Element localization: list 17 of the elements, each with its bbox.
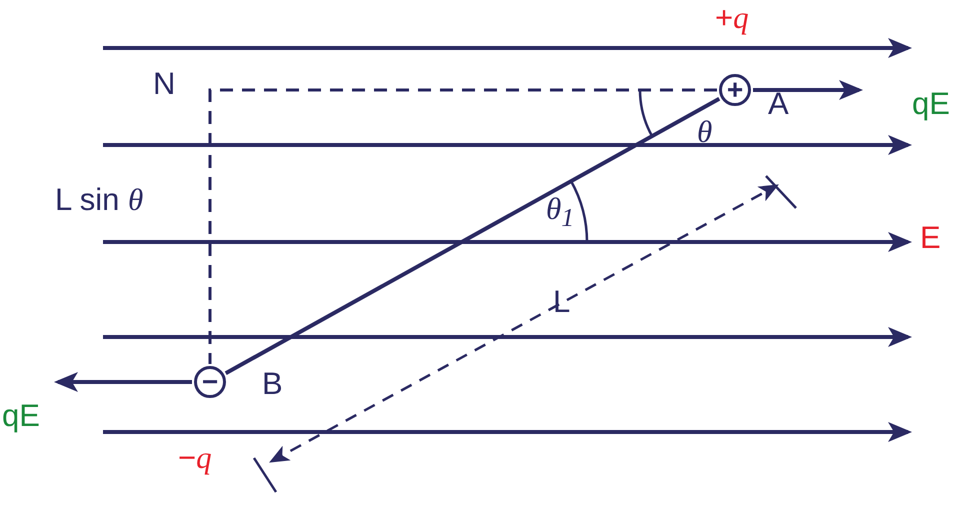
charge-sign: − — [200, 367, 220, 397]
force-label: qE — [2, 400, 40, 431]
positive-charge-circle — [719, 74, 751, 106]
length-label: L sin θ — [55, 184, 144, 215]
charge-label: +q — [715, 2, 749, 33]
angle-label: θ$_{1}$ — [546, 193, 574, 232]
force-arrow — [753, 80, 863, 100]
corner-label: N — [153, 68, 176, 99]
charge-label: −q — [178, 442, 212, 473]
charge-sign: + — [726, 75, 744, 105]
force-label: qE — [912, 88, 950, 119]
field-label: E — [920, 222, 941, 253]
force-arrow — [54, 372, 192, 392]
negative-charge-circle — [194, 366, 226, 398]
angle-label: θ — [697, 116, 712, 147]
point-label: B — [262, 368, 283, 399]
point-label: A — [768, 88, 789, 119]
